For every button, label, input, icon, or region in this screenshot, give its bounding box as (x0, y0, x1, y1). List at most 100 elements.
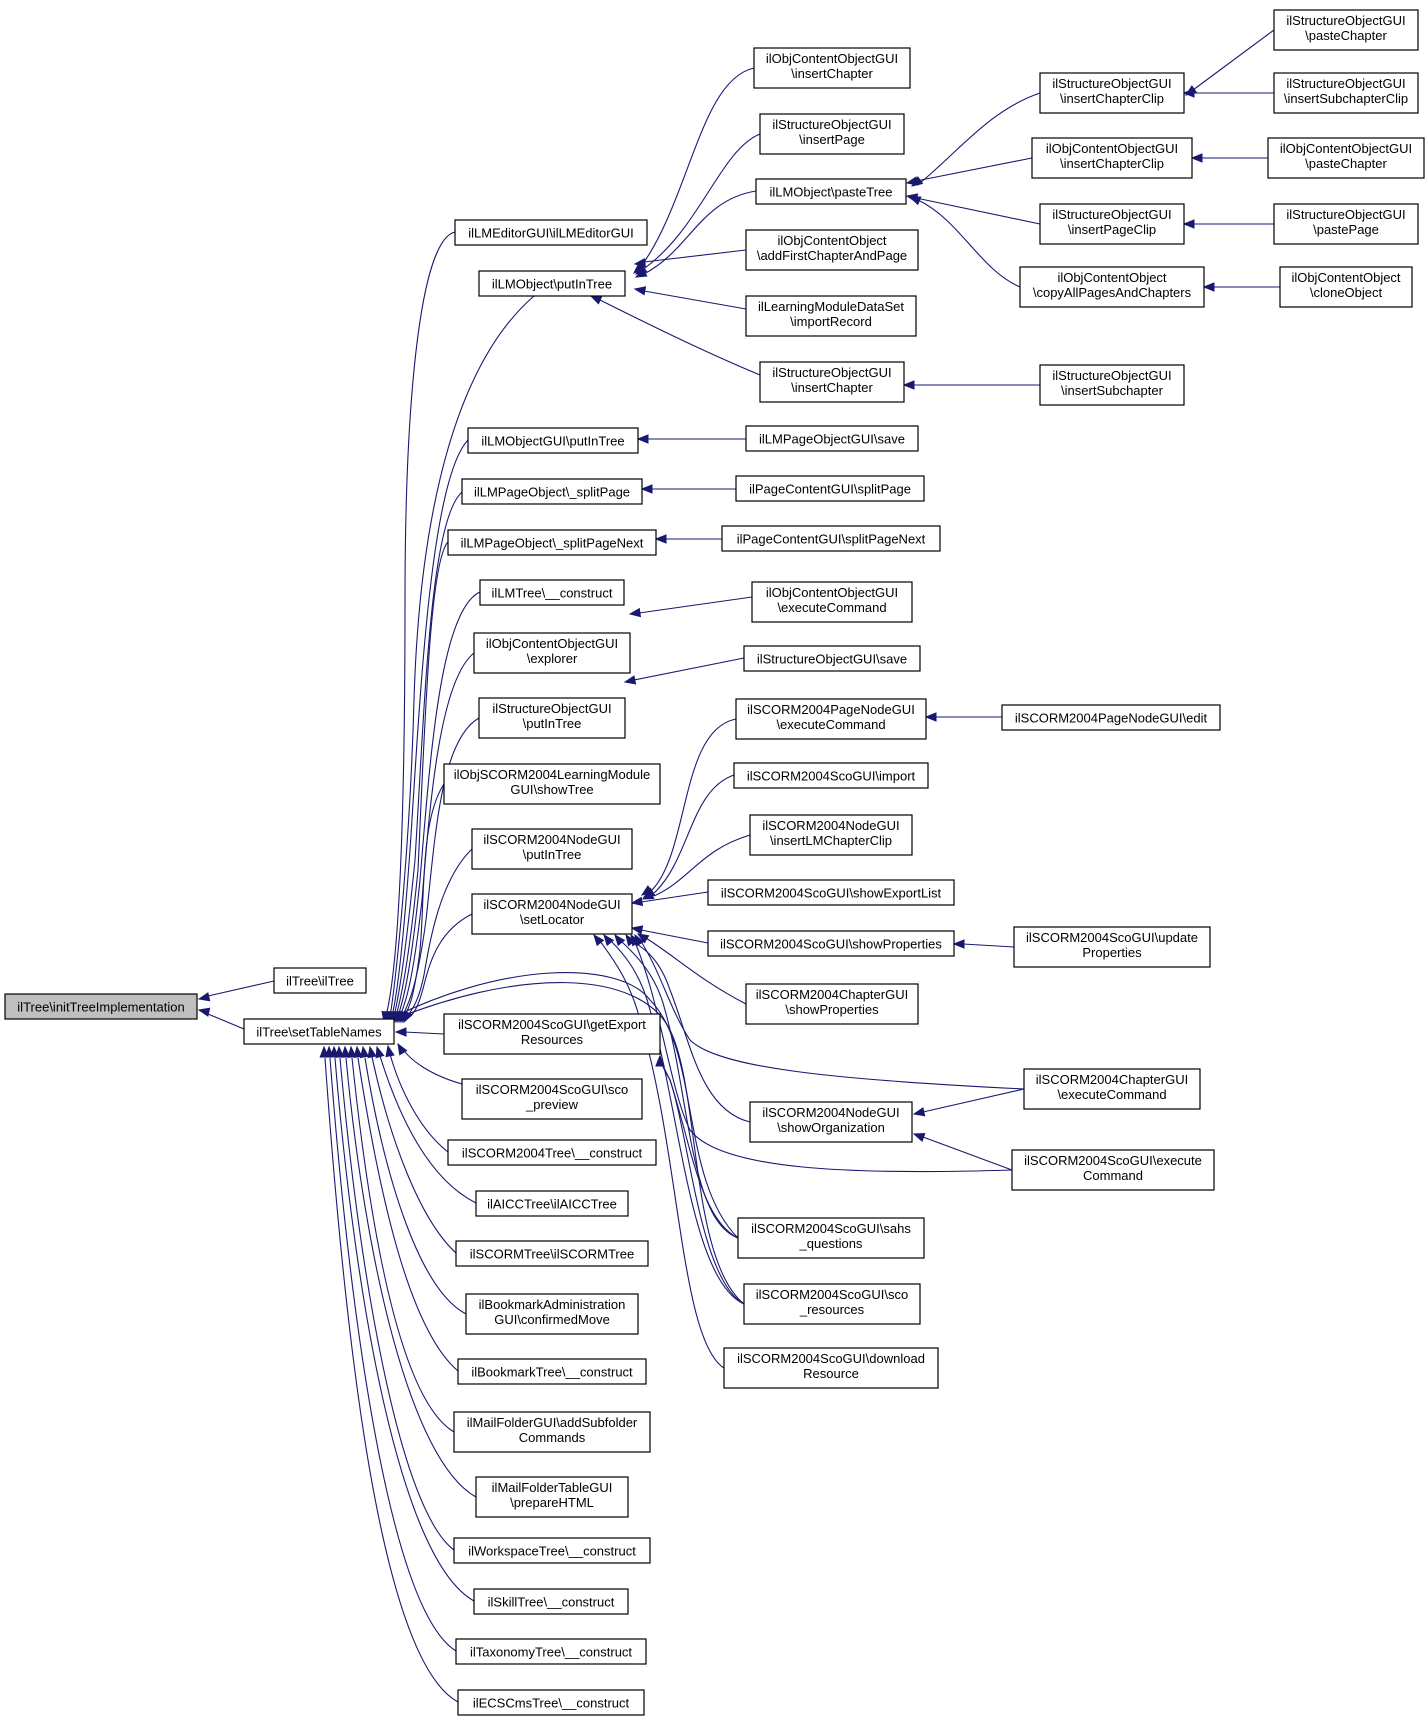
function-node[interactable]: ilObjContentObjectGUI\executeCommand (751, 581, 913, 623)
node-label: ilSCORM2004ChapterGUI (1036, 1072, 1188, 1087)
edge-line (915, 197, 1041, 225)
function-node[interactable]: ilSCORM2004ScoGUI\import (733, 762, 929, 789)
function-node[interactable]: ilSCORM2004ScoGUI\sahs_questions (737, 1217, 925, 1259)
function-node[interactable]: ilLMEditorGUI\ilLMEditorGUI (454, 219, 648, 246)
function-node[interactable]: ilWorkspaceTree\__construct (453, 1537, 651, 1564)
function-node[interactable]: ilStructureObjectGUI\insertChapter (759, 361, 905, 403)
function-node[interactable]: ilAICCTree\ilAICCTree (475, 1190, 629, 1217)
call-edge (641, 834, 751, 900)
function-node[interactable]: ilSCORM2004ChapterGUI\showProperties (745, 983, 919, 1025)
node-label: _resources (799, 1302, 865, 1317)
function-node[interactable]: ilSCORM2004NodeGUI\setLocator (471, 893, 633, 935)
function-node[interactable]: ilLMPageObject\_splitPageNext (447, 529, 657, 556)
function-node[interactable]: ilSCORM2004ChapterGUI\executeCommand (1023, 1068, 1201, 1110)
function-node[interactable]: ilLMObjectGUI\putInTree (467, 427, 639, 454)
function-node[interactable]: ilSCORM2004PageNodeGUI\executeCommand (735, 698, 927, 740)
node-label: \explorer (527, 651, 578, 666)
function-node[interactable]: ilECSCmsTree\__construct (457, 1689, 645, 1716)
arrowhead-icon (385, 1044, 395, 1058)
function-node[interactable]: ilMailFolderTableGUI\prepareHTML (475, 1476, 629, 1518)
function-node[interactable]: ilSCORM2004Tree\__construct (447, 1139, 657, 1166)
function-node[interactable]: ilBookmarkAdministrationGUI\confirmedMov… (465, 1293, 639, 1335)
edge-line (207, 1013, 245, 1030)
node-label: \insertPageClip (1068, 222, 1156, 237)
function-node[interactable]: ilSCORM2004ScoGUI\sco_preview (461, 1078, 643, 1120)
function-node[interactable]: ilStructureObjectGUI\pastePage (1273, 203, 1419, 245)
call-edge (636, 933, 747, 1005)
node-box (453, 1537, 651, 1564)
node-label: \insertPage (799, 132, 865, 147)
node-box (1273, 72, 1419, 114)
function-node[interactable]: ilSCORM2004NodeGUI\showOrganization (749, 1101, 913, 1143)
function-node[interactable]: ilSCORM2004NodeGUI\putInTree (471, 828, 633, 870)
function-node[interactable]: ilSCORM2004PageNodeGUI\edit (1001, 704, 1221, 731)
node-box (735, 475, 925, 502)
function-node[interactable]: ilSCORM2004ScoGUI\showProperties (707, 930, 955, 957)
call-edge (912, 1132, 1013, 1171)
function-node[interactable]: ilStructureObjectGUI\putInTree (478, 697, 626, 739)
function-node[interactable]: ilSCORMTree\ilSCORMTree (455, 1240, 649, 1267)
function-node[interactable]: ilPageContentGUI\splitPageNext (721, 525, 941, 552)
node-label: _preview (525, 1097, 579, 1112)
root-function-node[interactable]: ilTree\initTreeImplementation (4, 993, 198, 1020)
node-label: ilAICCTree\ilAICCTree (487, 1197, 617, 1212)
call-edge (632, 67, 755, 274)
function-node[interactable]: ilStructureObjectGUI\insertChapterClip (1039, 72, 1185, 114)
function-node[interactable]: ilObjContentObjectGUI\pasteChapter (1267, 137, 1425, 179)
function-node[interactable]: ilStructureObjectGUI\save (743, 645, 921, 672)
node-box (1001, 704, 1221, 731)
node-label: _questions (799, 1236, 863, 1251)
function-node[interactable]: ilBookmarkTree\__construct (457, 1358, 647, 1385)
function-node[interactable]: ilLMPageObject\_splitPage (461, 478, 643, 505)
node-label: \pasteChapter (1305, 156, 1387, 171)
function-node[interactable]: ilTree\setTableNames (243, 1018, 395, 1045)
function-node[interactable]: ilLMPageObjectGUI\save (745, 425, 919, 452)
function-node[interactable]: ilTaxonomyTree\__construct (455, 1638, 647, 1665)
function-node[interactable]: ilStructureObjectGUI\insertSubchapter (1039, 364, 1185, 406)
function-node[interactable]: ilStructureObjectGUI\pasteChapter (1273, 9, 1419, 51)
arrowhead-icon (623, 675, 637, 685)
call-edge (908, 196, 1021, 288)
arrowhead-icon (403, 1010, 413, 1024)
arrowhead-icon (394, 1027, 407, 1037)
function-node[interactable]: ilObjContentObjectGUI\insertChapterClip (1031, 137, 1193, 179)
function-node[interactable]: ilObjContentObject\copyAllPagesAndChapte… (1019, 266, 1205, 308)
function-node[interactable]: ilStructureObjectGUI\insertSubchapterCli… (1273, 72, 1419, 114)
node-box (443, 763, 661, 805)
function-node[interactable]: ilObjContentObject\addFirstChapterAndPag… (745, 229, 919, 271)
node-box (457, 1689, 645, 1716)
arrowhead-icon (654, 534, 667, 544)
call-edge (347, 1045, 455, 1433)
call-edge (197, 1007, 245, 1030)
function-node[interactable]: ilObjContentObject\cloneObject (1279, 266, 1413, 308)
function-node[interactable]: ilStructureObjectGUI\insertPage (759, 113, 905, 155)
node-label: ilStructureObjectGUI (1052, 76, 1171, 91)
function-node[interactable]: ilObjContentObjectGUI\explorer (473, 632, 631, 674)
arrowhead-icon (924, 712, 937, 722)
arrowhead-icon (1182, 88, 1195, 98)
function-node[interactable]: ilSCORM2004ScoGUI\executeCommand (1011, 1149, 1215, 1191)
function-node[interactable]: ilSCORM2004NodeGUI\insertLMChapterClip (749, 814, 913, 856)
function-node[interactable]: ilPageContentGUI\splitPage (735, 475, 925, 502)
arrowhead-icon (397, 1042, 408, 1056)
function-node[interactable]: ilLMObject\putInTree (478, 270, 626, 297)
function-node[interactable]: ilStructureObjectGUI\insertPageClip (1039, 203, 1185, 245)
node-box (273, 967, 367, 994)
function-node[interactable]: ilLMTree\__construct (479, 579, 625, 606)
function-node[interactable]: ilObjContentObjectGUI\insertChapter (753, 47, 911, 89)
arrowhead-icon (367, 1045, 377, 1059)
function-node[interactable]: ilTree\ilTree (273, 967, 367, 994)
function-node[interactable]: ilLearningModuleDataSet\importRecord (745, 295, 917, 337)
edge-line (329, 1057, 457, 1652)
function-node[interactable]: ilSCORM2004ScoGUI\showExportList (707, 879, 955, 906)
function-node[interactable]: ilLMObject\pasteTree (755, 178, 907, 205)
call-edge (593, 933, 725, 1369)
function-node[interactable]: ilSkillTree\__construct (473, 1588, 629, 1615)
edge-line (339, 1057, 455, 1551)
function-node[interactable]: ilSCORM2004ScoGUI\sco_resources (743, 1283, 921, 1325)
